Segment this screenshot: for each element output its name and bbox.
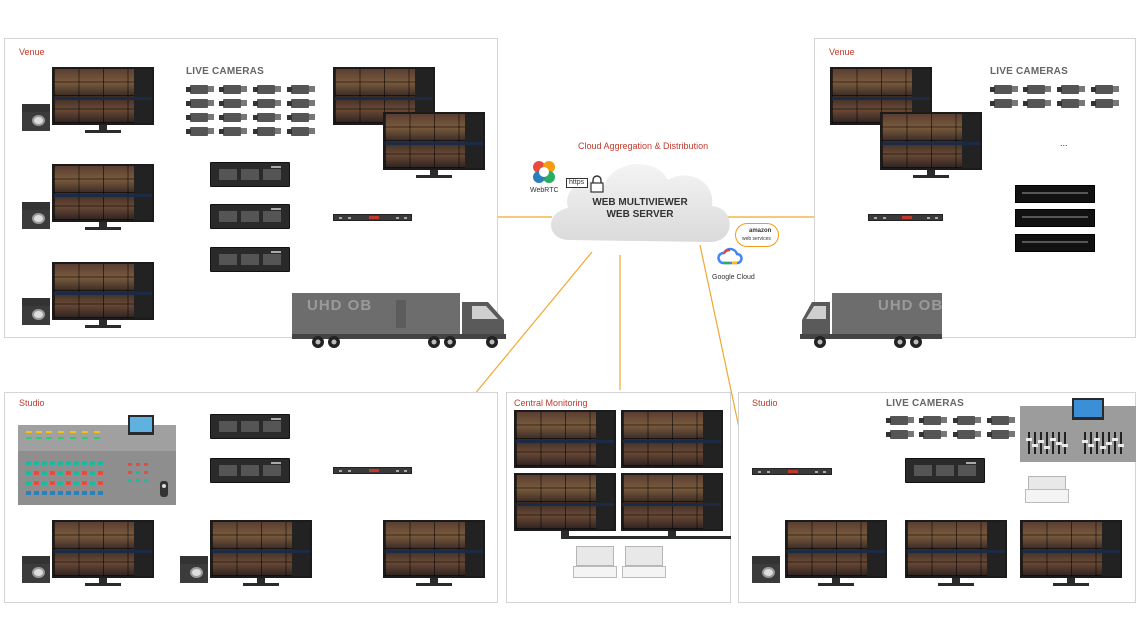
rack-server-icon xyxy=(1015,185,1095,203)
deck-icon xyxy=(22,298,50,325)
truck-icon xyxy=(292,293,506,348)
camera-icon xyxy=(186,126,214,137)
web-multiviewer-label: WEB MULTIVIEWER WEB SERVER xyxy=(590,197,690,221)
camera-icon xyxy=(219,98,247,109)
truck-left-label: UHD OB xyxy=(307,297,373,314)
webrtc-label: WebRTC xyxy=(530,187,559,194)
camera-icon xyxy=(919,429,947,440)
venue-left-live-cameras-label: LIVE CAMERAS xyxy=(186,66,264,77)
rack-server-icon xyxy=(210,458,290,483)
camera-icon xyxy=(287,98,315,109)
https-label: https xyxy=(569,179,585,186)
camera-icon xyxy=(219,126,247,137)
deck-icon xyxy=(180,556,208,583)
camera-icon xyxy=(253,84,281,95)
production-switcher-icon xyxy=(18,415,176,505)
aws-logo xyxy=(735,223,779,247)
aws-line-1: web services xyxy=(742,236,771,242)
camera-icon xyxy=(990,84,1018,95)
camera-icon xyxy=(219,84,247,95)
truck-right-label: UHD OB xyxy=(878,297,944,314)
deck-icon xyxy=(22,556,50,583)
venue-right-live-cameras-label: LIVE CAMERAS xyxy=(990,66,1068,77)
camera-icon xyxy=(1057,98,1085,109)
camera-icon xyxy=(287,84,315,95)
google-cloud-label: Google Cloud xyxy=(712,274,755,281)
camera-icon xyxy=(287,112,315,123)
camera-icon xyxy=(987,429,1015,440)
google-cloud-logo xyxy=(717,247,743,265)
aws-line-2: amazon xyxy=(749,228,772,234)
venue-right-label: Venue xyxy=(829,47,855,57)
camera-icon xyxy=(186,98,214,109)
deck-icon xyxy=(22,202,50,229)
camera-icon xyxy=(990,98,1018,109)
camera-icon xyxy=(919,415,947,426)
rack-server-icon xyxy=(210,414,290,439)
network-switch-icon xyxy=(333,467,412,474)
server-line-2: WEB SERVER xyxy=(606,209,674,220)
rack-server-icon xyxy=(210,247,290,272)
camera-icon xyxy=(186,84,214,95)
network-switch-icon xyxy=(333,214,412,221)
camera-icon xyxy=(1091,98,1119,109)
camera-icon xyxy=(287,126,315,137)
camera-icon xyxy=(1023,98,1051,109)
camera-icon xyxy=(1023,84,1051,95)
deck-icon xyxy=(752,556,780,583)
https-badge xyxy=(566,178,588,188)
camera-icon xyxy=(253,98,281,109)
camera-icon xyxy=(253,112,281,123)
cloud-title: Cloud Aggregation & Distribution xyxy=(578,141,709,151)
camera-icon xyxy=(953,415,981,426)
camera-icon xyxy=(186,112,214,123)
camera-icon xyxy=(886,415,914,426)
central-monitoring-label: Central Monitoring xyxy=(514,398,588,408)
studio-right-live-cameras-label: LIVE CAMERAS xyxy=(886,398,964,409)
network-switch-icon xyxy=(868,214,943,221)
rack-server-icon xyxy=(210,204,290,229)
camera-icon xyxy=(1091,84,1119,95)
camera-icon xyxy=(219,112,247,123)
venue-left-label: Venue xyxy=(19,47,45,57)
rack-server-icon xyxy=(1015,234,1095,252)
rack-server-icon xyxy=(1015,209,1095,227)
camera-icon xyxy=(987,415,1015,426)
camera-icon xyxy=(253,126,281,137)
server-line-1: WEB MULTIVIEWER xyxy=(592,197,688,208)
studio-left-label: Studio xyxy=(19,398,45,408)
camera-icon xyxy=(886,429,914,440)
lock-icon xyxy=(590,175,604,193)
mixing-console-icon xyxy=(1020,398,1136,462)
webrtc-logo xyxy=(533,161,555,183)
camera-icon xyxy=(1057,84,1085,95)
rack-server-icon xyxy=(905,458,985,483)
rack-server-icon xyxy=(210,162,290,187)
deck-icon xyxy=(22,104,50,131)
ellipsis-label: ... xyxy=(1060,138,1068,148)
truck-icon xyxy=(800,293,942,348)
network-switch-icon xyxy=(752,468,832,475)
camera-icon xyxy=(953,429,981,440)
studio-right-label: Studio xyxy=(752,398,778,408)
